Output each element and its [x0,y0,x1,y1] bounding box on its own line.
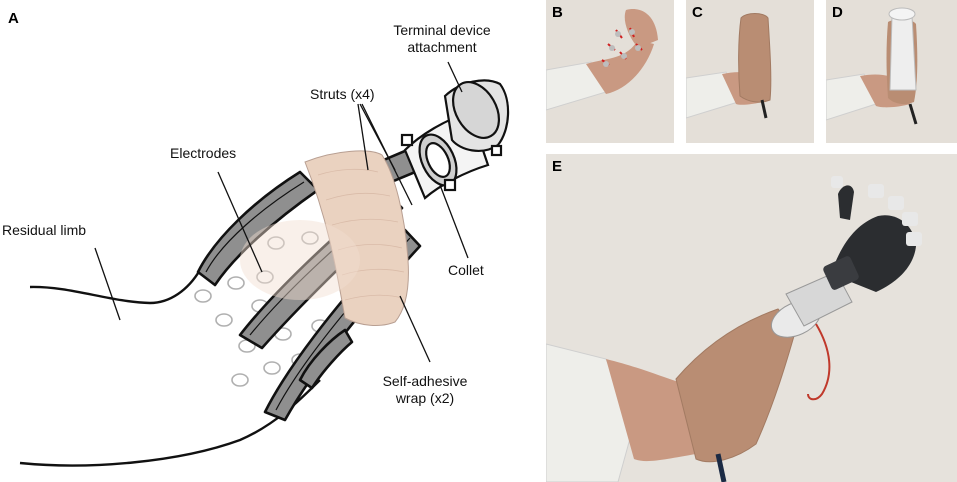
prosthetic-hand [823,176,922,292]
label-electrodes: Electrodes [170,145,237,161]
label-terminal-device: Terminal device attachment [393,22,491,55]
leader-lines [94,61,469,363]
strut-4 [298,328,354,390]
leader-struts-c [361,103,413,206]
wrapped-socket [738,13,772,103]
panel-letter-c: C [692,4,703,21]
label-struts: Struts (x4) [310,86,375,102]
panel-letter-d: D [832,4,843,21]
leader-residual [94,247,121,321]
photo-panel-d: D [826,0,957,143]
leader-terminal [447,61,463,93]
leader-struts-a [357,103,369,171]
photo-panel-c: C [686,0,814,143]
electrode [267,236,285,250]
label-collet: Collet [448,262,484,278]
panel-letter-a: A [8,10,19,27]
strut-socket [889,15,917,91]
wrapped-socket [675,308,797,463]
terminal-device-attachment [443,79,510,157]
limb-outline-upper [29,269,202,305]
socket-diagram [19,61,510,467]
electrode [215,313,233,327]
panel-letter-e: E [552,158,563,175]
photo-panel-b: B [546,0,674,143]
electrode [263,361,281,375]
photo-panel-e: E [546,154,957,482]
leader-wrap [399,295,431,363]
electrode [256,270,274,284]
label-residual-limb: Residual limb [2,222,87,238]
electrode [231,373,249,387]
electrode [194,289,212,303]
leader-collet [439,184,469,259]
electrode [301,231,319,245]
leader-electrodes [217,171,263,273]
strut-1 [196,170,320,287]
electrode [227,276,245,290]
panel-letter-b: B [552,4,563,21]
label-self-adhesive-wrap: Self-adhesive wrap (x2) [382,373,468,406]
